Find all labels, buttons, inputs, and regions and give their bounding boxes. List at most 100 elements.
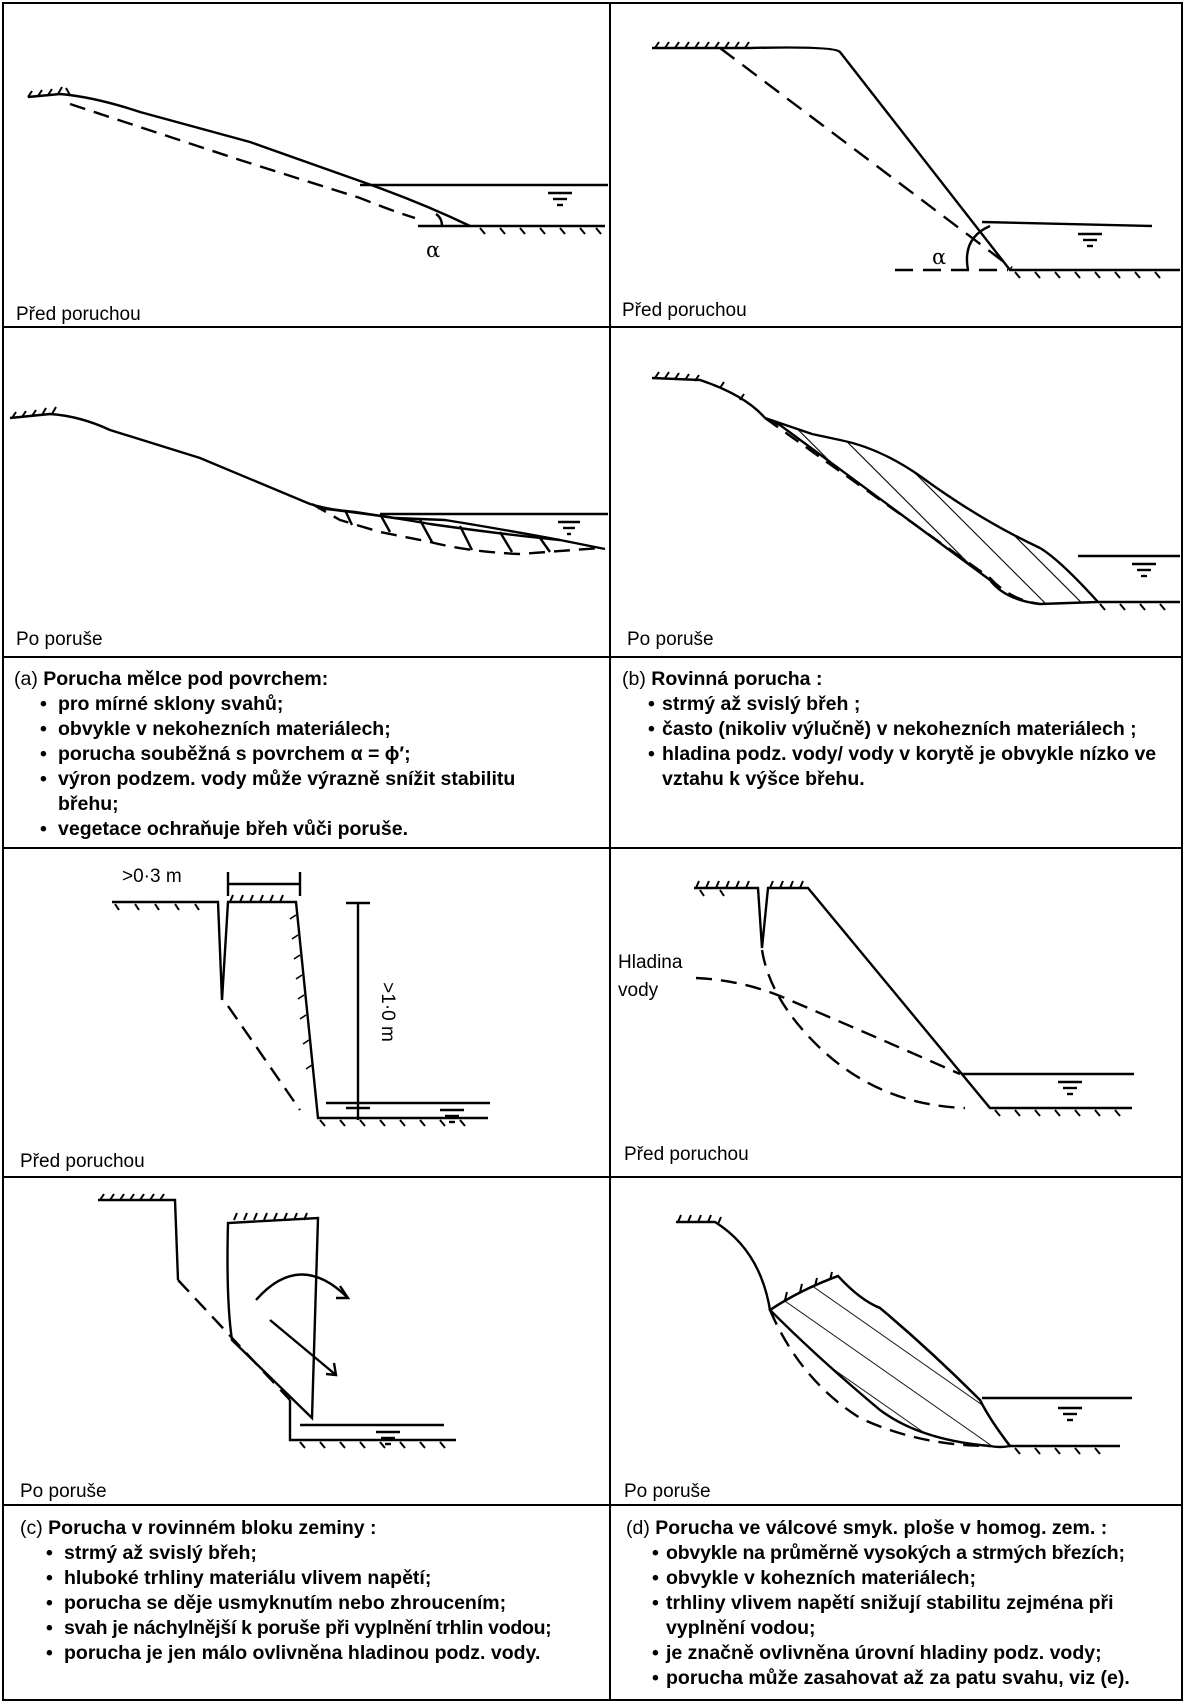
- description-a: (a) Porucha mělce pod povrchem: pro mírn…: [14, 667, 604, 842]
- label-after-b: Po poruše: [627, 629, 714, 650]
- slid-wedge: [764, 416, 1101, 606]
- bank-surface: [694, 886, 1132, 1110]
- label-before-c: Před poruchou: [20, 1151, 145, 1172]
- ground-ticks: [677, 1214, 1101, 1455]
- description-d-title: (d) Porucha ve válcové smyk. ploše v hom…: [626, 1517, 1108, 1539]
- list-item: vegetace ochraňuje břeh vůči poruše.: [14, 817, 604, 842]
- list-item: obvykle v kohezních materiálech;: [626, 1566, 1180, 1591]
- list-item: trhliny vlivem napětí snižují stabilitu …: [626, 1591, 1180, 1641]
- crack-width-label: >0·3 m: [122, 866, 182, 887]
- water-level-label-line1: Hladina: [618, 952, 683, 973]
- failure-plane: [227, 1005, 301, 1111]
- water-level-symbol: [440, 1108, 464, 1124]
- toppling-block: [226, 1216, 320, 1421]
- failure-plane: [69, 102, 416, 220]
- list-item: výron podzem. vody může výrazně snížit s…: [14, 767, 604, 817]
- bank-surface: [676, 1220, 772, 1311]
- slope-surface: [9, 412, 606, 551]
- upper-ground: [98, 1198, 180, 1281]
- failure-plane: [764, 417, 1041, 606]
- diagram-d-before: [694, 880, 1134, 1117]
- bank-profile: [112, 900, 488, 1120]
- description-c-title: (c) Porucha v rovinném bloku zeminy :: [20, 1517, 377, 1539]
- slid-mass-top: [317, 506, 561, 542]
- bank-surface: [652, 46, 1180, 272]
- rotation-arrow: [255, 1273, 349, 1301]
- slid-mass-hatch: [343, 509, 551, 553]
- slide-arrow: [269, 1319, 337, 1376]
- ground-ticks: [654, 41, 1161, 279]
- failure-plane: [719, 47, 1013, 269]
- water-level-symbol: [1058, 1080, 1082, 1096]
- list-item: pro mírné sklony svahů;: [14, 692, 604, 717]
- diagram-c-before: [112, 872, 490, 1127]
- list-item: porucha je jen málo ovlivněna hladinou p…: [20, 1641, 608, 1666]
- water-level-symbol: [1078, 232, 1102, 248]
- slid-mass: [311, 502, 601, 556]
- water-level-label-line2: vody: [618, 980, 659, 1001]
- list-item: hluboké trhliny materiálu vlivem napětí;: [20, 1566, 608, 1591]
- label-before-d: Před poruchou: [624, 1144, 749, 1165]
- list-item: je značně ovlivněna úrovní hladiny podz.…: [626, 1641, 1180, 1666]
- angle-arc: [965, 224, 991, 271]
- slid-mass: [768, 1274, 1013, 1449]
- water-level-symbol: [1132, 562, 1156, 578]
- list-item: hladina podz. vody/ vody v korytě je obv…: [622, 742, 1178, 792]
- water-surface: [981, 220, 1153, 228]
- diagram-d-after: [676, 1214, 1132, 1455]
- groundwater-line: [695, 976, 961, 1076]
- description-b-list: strmý až svislý břeh ; často (nikoliv vý…: [622, 692, 1178, 792]
- description-d: (d) Porucha ve válcové smyk. ploše v hom…: [626, 1516, 1180, 1691]
- description-b-title: (b) Rovinná porucha :: [622, 668, 823, 690]
- bank-height-label: >1·0 m: [377, 982, 398, 1042]
- ground-ticks: [654, 371, 1166, 611]
- water-level-symbol: [376, 1430, 400, 1446]
- description-a-title: (a) Porucha mělce pod povrchem:: [14, 668, 329, 690]
- slid-surface: [769, 1274, 1120, 1448]
- list-item: strmý až svislý břeh ;: [622, 692, 1178, 717]
- water-level-symbol: [548, 191, 572, 207]
- description-a-list: pro mírné sklony svahů; obvykle v nekohe…: [14, 692, 604, 842]
- ground-ticks: [114, 894, 466, 1127]
- label-after-c: Po poruše: [20, 1481, 107, 1502]
- bank-surface: [651, 376, 766, 419]
- list-item: obvykle na průměrně vysokých a strmých b…: [626, 1541, 1180, 1566]
- ground-ticks: [27, 86, 602, 235]
- diagram-c-after: [98, 1193, 456, 1449]
- diagram-a-before: [27, 86, 608, 235]
- description-b: (b) Rovinná porucha : strmý až svislý bř…: [622, 667, 1178, 792]
- list-item: často (nikoliv výlučně) v nekohezních ma…: [622, 717, 1178, 742]
- ground-ticks: [11, 406, 57, 419]
- description-d-list: obvykle na průměrně vysokých a strmých b…: [626, 1541, 1180, 1691]
- slide-arrowhead: [325, 1362, 338, 1377]
- rotation-arrowhead: [336, 1285, 351, 1300]
- list-item: strmý až svislý břeh;: [20, 1541, 608, 1566]
- ground-ticks: [695, 880, 1121, 1117]
- list-item: porucha může zasahovat až za patu svahu,…: [626, 1666, 1180, 1691]
- diagram-b-before: [652, 41, 1180, 279]
- list-item: porucha souběžná s povrchem α = ϕ′;: [14, 742, 604, 767]
- water-level-symbol: [558, 520, 580, 536]
- toe: [288, 1400, 456, 1442]
- angle-alpha-b: α: [932, 245, 946, 269]
- list-item: porucha se děje usmyknutím nebo zhroucen…: [20, 1591, 608, 1616]
- label-after-a: Po poruše: [16, 629, 103, 650]
- slip-circle: [760, 949, 966, 1110]
- diagram-b-after: [651, 371, 1180, 611]
- list-item: svah je náchylnější k poruše při vyplněn…: [20, 1616, 608, 1641]
- label-after-d: Po poruše: [624, 1481, 711, 1502]
- angle-alpha-a: α: [426, 238, 440, 262]
- description-c: (c) Porucha v rovinném bloku zeminy : st…: [20, 1516, 608, 1666]
- list-item: obvykle v nekohezních materiálech;: [14, 717, 604, 742]
- ground-ticks: [99, 1193, 446, 1449]
- label-before-b: Před poruchou: [622, 300, 747, 321]
- failure-plane: [177, 1279, 291, 1401]
- water-level-symbol: [1058, 1406, 1082, 1422]
- slip-circle: [768, 1309, 991, 1448]
- angle-arc: [435, 213, 444, 227]
- description-c-list: strmý až svislý břeh; hluboké trhliny ma…: [20, 1541, 608, 1666]
- slope-surface: [27, 92, 605, 228]
- diagram-a-after: [9, 406, 608, 556]
